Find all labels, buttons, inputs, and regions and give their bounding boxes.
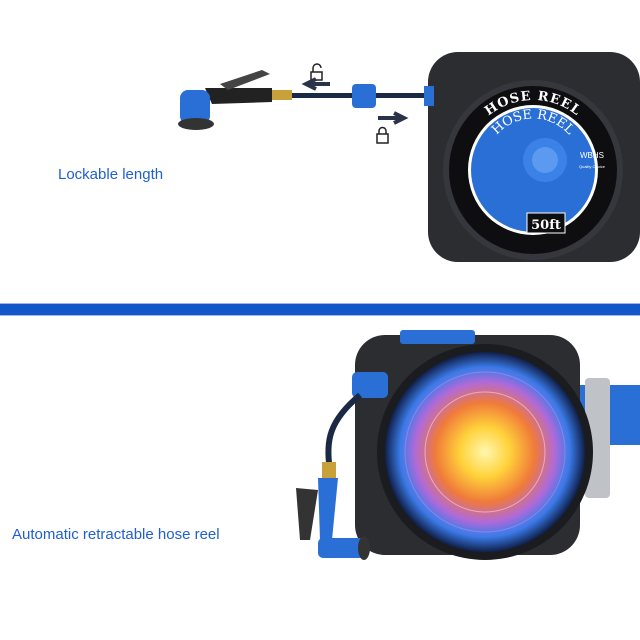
- retractable-caption: Automatic retractable hose reel: [12, 526, 220, 543]
- arrow-left-icon: [301, 77, 330, 91]
- hose-reel-bottom: [355, 330, 640, 560]
- brand: WBHS: [580, 151, 604, 160]
- lock-icon: [376, 126, 389, 144]
- arrow-right-icon: [378, 111, 409, 125]
- section-divider: [0, 303, 640, 316]
- lockable-length-caption: Lockable length: [58, 166, 164, 183]
- brand-tagline: Quality Choice: [579, 164, 606, 169]
- spray-nozzle-top: [178, 70, 425, 130]
- length-badge: 50ft: [531, 218, 561, 233]
- hose-reel-top: HOSE REEL HOSE REEL WBHS Quality Choice …: [424, 52, 640, 262]
- spray-nozzle-bottom: [296, 372, 388, 560]
- unlock-icon: [310, 63, 323, 81]
